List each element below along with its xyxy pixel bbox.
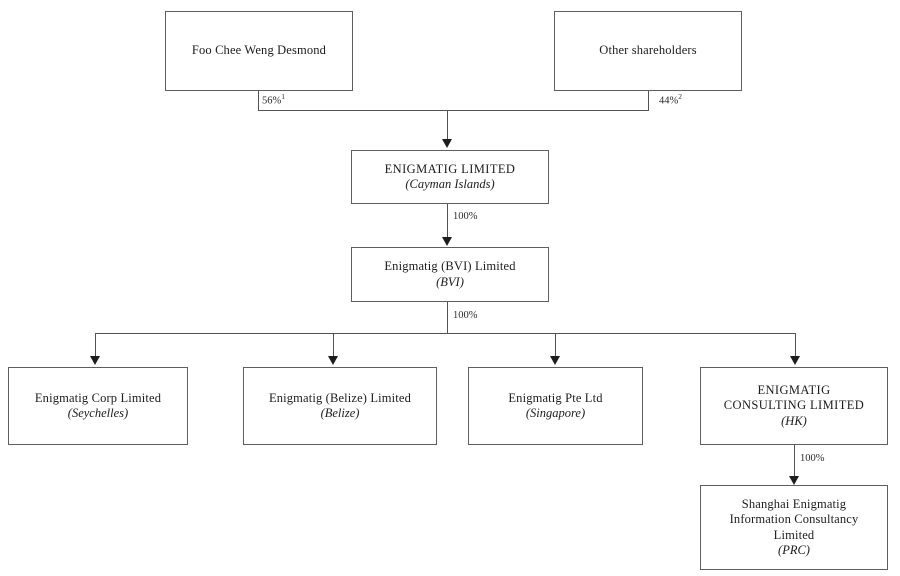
node-label-jurisdiction: (BVI) xyxy=(436,274,464,289)
arrowhead-to-seychelles xyxy=(90,356,100,365)
connector-parent-to-bvi xyxy=(447,204,449,238)
arrowhead-to-belize xyxy=(328,356,338,365)
node-enigmatig-belize: Enigmatig (Belize) Limited (Belize) xyxy=(243,367,437,445)
node-label-name-line3: Limited xyxy=(773,527,815,542)
node-label-name: Enigmatig Corp Limited xyxy=(34,390,162,405)
node-enigmatig-corp-seychelles: Enigmatig Corp Limited (Seychelles) xyxy=(8,367,188,445)
node-label-jurisdiction: (Singapore) xyxy=(525,406,586,420)
arrowhead-to-bvi xyxy=(442,237,452,246)
node-label-jurisdiction: (HK) xyxy=(781,413,807,428)
connector-drop-belize xyxy=(333,333,335,357)
node-label-name-line2: CONSULTING LIMITED xyxy=(723,398,865,413)
node-label-name: Other shareholders xyxy=(599,43,697,58)
arrowhead-to-prc xyxy=(789,476,799,485)
connector-individual-drop xyxy=(258,91,260,110)
node-label-jurisdiction: (Seychelles) xyxy=(67,406,129,420)
node-label-name-line1: ENIGMATIG xyxy=(757,383,831,398)
connector-drop-hongkong xyxy=(795,333,797,357)
edge-label-individual-percent: 56%1 xyxy=(262,92,285,107)
arrowhead-to-singapore xyxy=(550,356,560,365)
node-enigmatig-consulting-hk: ENIGMATIG CONSULTING LIMITED (HK) xyxy=(700,367,888,445)
arrowhead-to-parent xyxy=(442,139,452,148)
connector-to-parent-stem xyxy=(447,110,449,140)
node-label-name: ENIGMATIG LIMITED xyxy=(384,161,516,176)
connector-hk-to-prc xyxy=(794,445,796,477)
node-label-name-line2: Information Consultancy xyxy=(729,512,859,527)
edge-label-hk-to-prc-percent: 100% xyxy=(800,453,825,464)
node-enigmatig-pte-singapore: Enigmatig Pte Ltd (Singapore) xyxy=(468,367,643,445)
connector-other-drop xyxy=(648,91,650,110)
connector-bvi-stem xyxy=(447,302,449,333)
node-label-name: Enigmatig (BVI) Limited xyxy=(384,259,516,274)
connector-drop-seychelles xyxy=(95,333,97,357)
node-enigmatig-limited: ENIGMATIG LIMITED (Cayman Islands) xyxy=(351,150,549,204)
node-shareholder-other: Other shareholders xyxy=(554,11,742,91)
node-label-name: Enigmatig Pte Ltd xyxy=(508,390,603,405)
arrowhead-to-hongkong xyxy=(790,356,800,365)
edge-label-parent-to-bvi-percent: 100% xyxy=(453,211,478,222)
node-shanghai-enigmatig-prc: Shanghai Enigmatig Information Consultan… xyxy=(700,485,888,570)
connector-drop-singapore xyxy=(555,333,557,357)
connector-subsidiaries-bar xyxy=(95,333,796,335)
connector-shareholders-bar xyxy=(258,110,649,112)
node-enigmatig-bvi: Enigmatig (BVI) Limited (BVI) xyxy=(351,247,549,302)
edge-label-bvi-to-subs-percent: 100% xyxy=(453,310,478,321)
node-label-jurisdiction: (Belize) xyxy=(320,406,360,420)
node-label-jurisdiction: (Cayman Islands) xyxy=(405,177,495,191)
node-label-name-line1: Shanghai Enigmatig xyxy=(741,497,847,511)
edge-label-other-percent: 44%2 xyxy=(659,92,682,107)
node-label-jurisdiction: (PRC) xyxy=(778,542,810,557)
node-label-name: Enigmatig (Belize) Limited xyxy=(268,390,412,405)
node-shareholder-individual: Foo Chee Weng Desmond xyxy=(165,11,353,91)
node-label-name: Foo Chee Weng Desmond xyxy=(191,43,327,58)
